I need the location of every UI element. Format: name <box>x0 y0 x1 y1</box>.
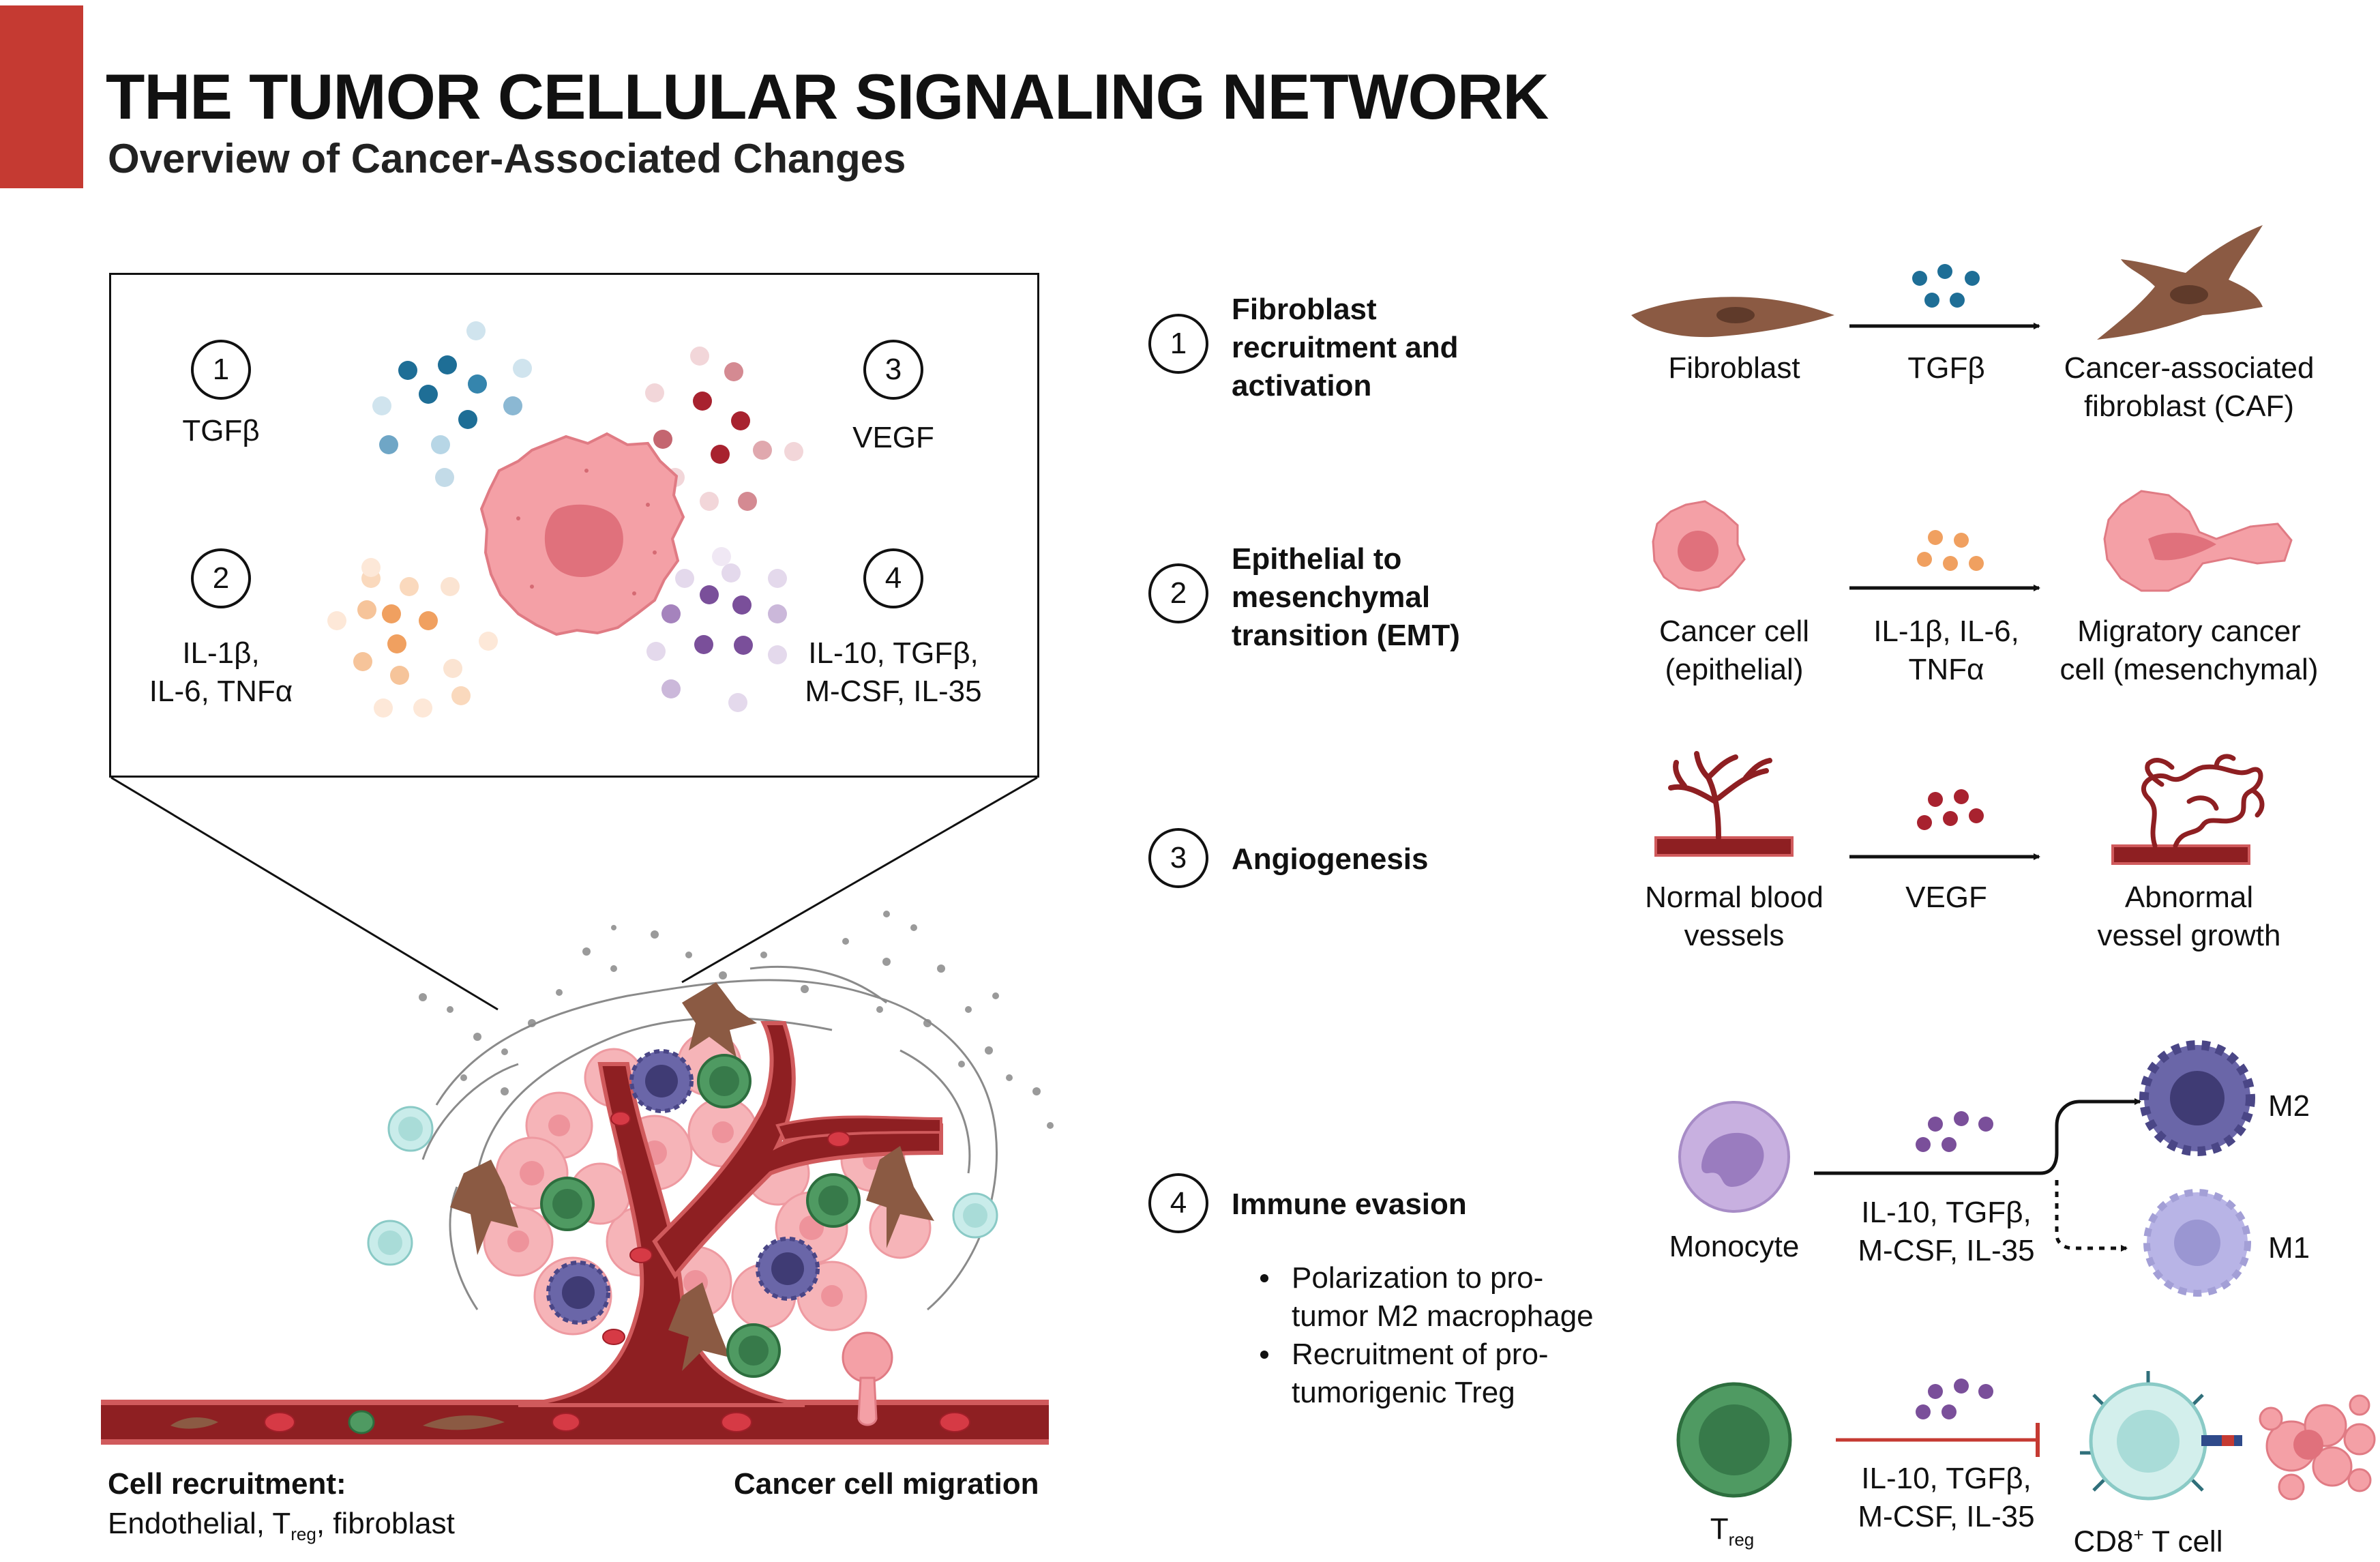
migratory-label-line1: Migratory cancer <box>2077 615 2301 648</box>
vegf-dots-cluster <box>645 347 803 511</box>
vessel-treg <box>348 1410 375 1434</box>
step-3-title: Angiogenesis <box>1232 842 1429 876</box>
arrow-to-m1 <box>2055 1180 2128 1252</box>
step-marker-2: 2 <box>1148 563 1208 623</box>
immune-signal-label-line1: IL-10, TGFβ, <box>1861 1196 2032 1229</box>
tumor-tregs <box>540 1054 861 1378</box>
cd8-tcell-icon <box>2080 1371 2242 1501</box>
tgfb-signal-label: TGFβ <box>1907 351 1985 385</box>
step-1-title-line3: activation <box>1232 369 1372 402</box>
step-2-title-line1: Epithelial to <box>1232 542 1402 576</box>
epithelial-cancer-icon <box>1652 500 1746 592</box>
tumor-grey-dots <box>419 911 1054 1129</box>
zoom-line-right <box>681 776 1038 984</box>
zoom-line-left <box>110 776 499 1011</box>
tgfb-dots-cluster <box>372 321 532 487</box>
treg-icon <box>1676 1382 1792 1498</box>
vessel-fibroblast-2 <box>423 1415 505 1430</box>
m1-macrophage-icon <box>2143 1189 2251 1297</box>
cancer-cell-label-line2: (epithelial) <box>1665 653 1804 686</box>
inset-cancer-cell <box>479 432 685 636</box>
monocyte-label: Monocyte <box>1669 1230 1800 1263</box>
treg-label: Treg <box>1710 1512 1755 1550</box>
cell-recruitment-list: Endothelial, Treg, fibroblast <box>108 1507 455 1544</box>
tumor-m2-macrophages <box>546 1049 820 1325</box>
step-4-title: Immune evasion <box>1232 1188 1467 1221</box>
normal-vessel-icon <box>1654 751 1794 857</box>
abnormal-vessel-label-line1: Abnormal <box>2124 881 2254 914</box>
inset-label-mcsf: M-CSF, IL-35 <box>805 675 982 708</box>
m1-label: M1 <box>2268 1231 2310 1265</box>
il10-dots-cluster <box>646 547 787 712</box>
normal-vessel-label-line2: vessels <box>1684 919 1785 952</box>
step-marker-3: 3 <box>1148 828 1208 888</box>
inset-marker-1: 1 <box>191 340 251 400</box>
caf-icon <box>2097 225 2263 340</box>
step-1-title-line2: recruitment and <box>1232 331 1459 364</box>
il10-dots-treg <box>1916 1379 1993 1419</box>
bullet-recruitment: Recruitment of pro-tumorigenic Treg <box>1255 1336 1594 1412</box>
accent-bar <box>0 5 83 188</box>
page-title: THE TUMOR CELLULAR SIGNALING NETWORK <box>106 61 1549 132</box>
abnormal-vessel-icon <box>2111 754 2265 865</box>
inset-label-il10: IL-10, TGFβ, <box>808 636 979 670</box>
inset-label-il6-tnfa: IL-6, TNFα <box>149 675 293 708</box>
fibroblast-label: Fibroblast <box>1668 351 1800 385</box>
tumor-cd8-cells <box>367 1106 998 1266</box>
normal-vessel-label-line1: Normal blood <box>1645 881 1824 914</box>
vegf-signal-label: VEGF <box>1905 881 1987 914</box>
il-dots-2 <box>1917 530 1984 571</box>
tumor-fibroblasts <box>450 982 934 1371</box>
immune-signal-label-line2: M-CSF, IL-35 <box>1858 1234 2035 1267</box>
il1-dots-cluster <box>327 558 498 718</box>
cell-recruitment-title: Cell recruitment: <box>108 1467 346 1501</box>
step-marker-1: 1 <box>1148 314 1208 374</box>
step-2-title-line2: mesenchymal <box>1232 580 1431 614</box>
step-2-title-line3: transition (EMT) <box>1232 619 1460 652</box>
cancer-cell-migration-label: Cancer cell migration <box>734 1467 1039 1501</box>
il10-dots-4 <box>1916 1111 1993 1152</box>
m2-label: M2 <box>2268 1089 2310 1123</box>
step-marker-4: 4 <box>1148 1173 1208 1233</box>
inset-label-il1: IL-1β, <box>182 636 260 670</box>
monocyte-icon <box>1678 1101 1790 1213</box>
inset-marker-2: 2 <box>191 548 251 608</box>
inset-marker-4: 4 <box>863 548 923 608</box>
migrating-cancer-cell <box>842 1331 893 1426</box>
ecm-fibers <box>421 966 998 1311</box>
immune-evasion-bullets: Polarization to pro-tumor M2 macrophage … <box>1255 1259 1594 1412</box>
page-subtitle: Overview of Cancer-Associated Changes <box>108 136 906 181</box>
step-1-title-line1: Fibroblast <box>1232 293 1377 326</box>
emt-signal-label-line2: TNFα <box>1908 653 1984 686</box>
treg-signal-label-line2: M-CSF, IL-35 <box>1858 1500 2035 1533</box>
caf-label-line2: fibroblast (CAF) <box>2083 389 2295 423</box>
red-blood-cells <box>264 1111 970 1432</box>
arrow-to-m2 <box>1814 1098 2141 1175</box>
inset-marker-3: 3 <box>863 340 923 400</box>
vegf-dots-3 <box>1917 789 1984 830</box>
inset-label-tgfb: TGFβ <box>182 414 260 447</box>
inset-label-vegf: VEGF <box>852 421 934 454</box>
treg-signal-label-line1: IL-10, TGFβ, <box>1861 1462 2032 1495</box>
m2-macrophage-icon <box>2139 1040 2255 1156</box>
abnormal-vessel-label-line2: vessel growth <box>2097 919 2281 952</box>
migratory-cancer-icon <box>2103 490 2293 592</box>
caf-label-line1: Cancer-associated <box>2064 351 2315 385</box>
vessel-fibroblast-1 <box>170 1417 218 1429</box>
emt-signal-label-line1: IL-1β, IL-6, <box>1873 615 2019 648</box>
cd8-tcell-label: CD8+ T cell <box>2073 1524 2223 1559</box>
cancer-cell-label-line1: Cancer cell <box>1658 615 1810 648</box>
bullet-polarization: Polarization to pro-tumor M2 macrophage <box>1255 1259 1594 1336</box>
inset-box <box>109 273 1039 778</box>
migratory-label-line2: cell (mesenchymal) <box>2059 653 2319 686</box>
tgfb-dots-1 <box>1912 264 1980 308</box>
